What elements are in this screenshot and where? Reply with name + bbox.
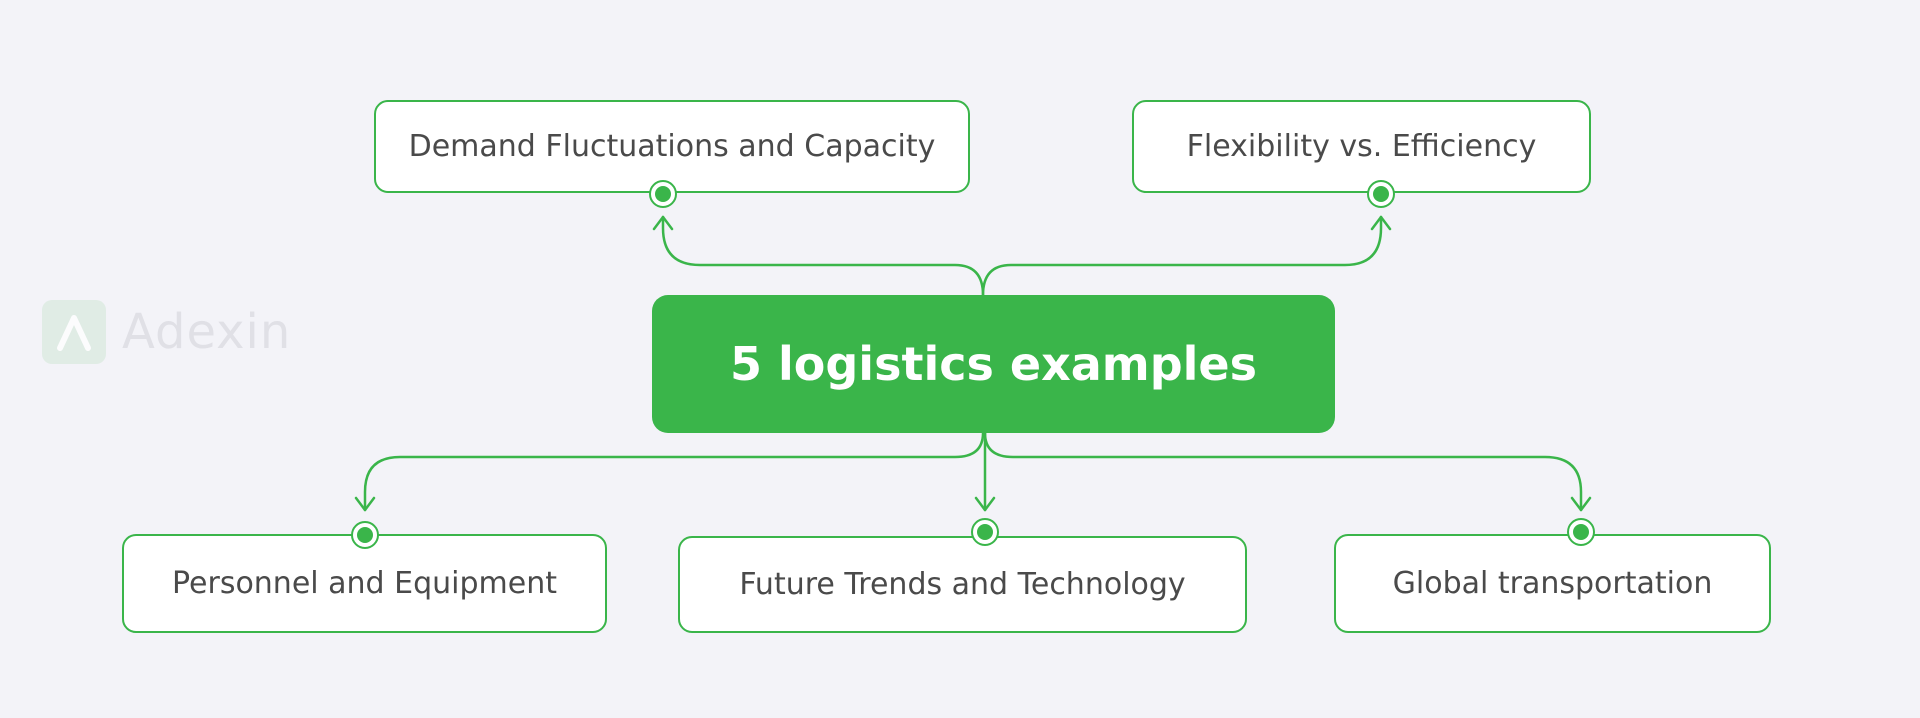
connector-bottom-right bbox=[983, 431, 1583, 512]
connector-top-left bbox=[661, 215, 985, 297]
connector-bottom-left bbox=[363, 431, 985, 512]
arrowhead-top-left bbox=[652, 215, 674, 231]
node-label: Demand Fluctuations and Capacity bbox=[408, 129, 936, 164]
arrowhead-top-right bbox=[1370, 215, 1392, 231]
node-global-transportation: Global transportation bbox=[1334, 534, 1771, 633]
adexin-logo: Adexin bbox=[42, 300, 291, 364]
connector-top-right bbox=[981, 215, 1383, 297]
node-label: Flexibility vs. Efficiency bbox=[1186, 129, 1537, 164]
dot-bottom-center bbox=[971, 518, 999, 546]
node-label: Global transportation bbox=[1392, 566, 1713, 601]
node-label: Future Trends and Technology bbox=[739, 567, 1186, 602]
watermark-brand: Adexin bbox=[122, 304, 292, 360]
node-flexibility-efficiency: Flexibility vs. Efficiency bbox=[1132, 100, 1591, 193]
central-label: 5 logistics examples bbox=[729, 337, 1257, 391]
node-future-trends: Future Trends and Technology bbox=[678, 536, 1247, 633]
dot-bottom-right bbox=[1567, 518, 1595, 546]
dot-top-left bbox=[649, 180, 677, 208]
node-demand-fluctuations: Demand Fluctuations and Capacity bbox=[374, 100, 970, 193]
central-node: 5 logistics examples bbox=[652, 295, 1335, 433]
arrowhead-bottom-left bbox=[354, 496, 376, 512]
dot-bottom-left bbox=[351, 521, 379, 549]
dot-top-right bbox=[1367, 180, 1395, 208]
arrowhead-bottom-right bbox=[1570, 496, 1592, 512]
node-label: Personnel and Equipment bbox=[172, 566, 557, 601]
arrowhead-bottom-center bbox=[974, 496, 996, 512]
adexin-logo-icon bbox=[42, 300, 106, 364]
